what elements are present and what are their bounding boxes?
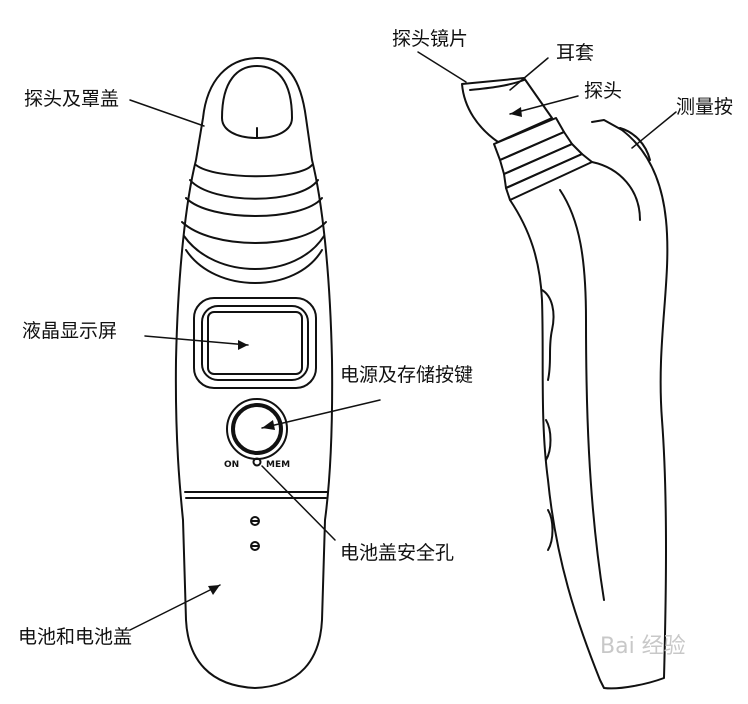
front-view-device [174, 57, 334, 689]
label-ear-cap: 耳套 [556, 42, 595, 64]
label-probe-cover: 探头及罩盖 [24, 88, 120, 110]
leader-lcd [144, 335, 249, 346]
button-mark-on: ON [224, 460, 240, 470]
leader-probe-cover [129, 99, 205, 127]
watermark: Bai 经验 [600, 634, 686, 659]
label-measure-button: 测量按 [676, 96, 734, 118]
label-probe-lens: 探头镜片 [392, 28, 469, 50]
button-mark-mem: MEM [266, 460, 291, 470]
label-probe: 探头 [584, 80, 623, 102]
leader-ear-cap [509, 57, 549, 91]
leader-battery-cover [129, 584, 221, 631]
side-view-device [461, 77, 669, 690]
label-power-mem-button: 电源及存储按键 [340, 364, 474, 386]
leader-measure-button [631, 111, 677, 149]
leader-lines [129, 51, 677, 631]
leader-probe-lens [417, 51, 467, 83]
leader-battery-lock [261, 465, 336, 541]
label-battery-cover: 电池和电池盖 [18, 626, 133, 648]
label-lcd: 液晶显示屏 [22, 320, 118, 342]
leader-power-button [261, 399, 381, 429]
label-battery-lock-hole: 电池盖安全孔 [340, 542, 455, 564]
